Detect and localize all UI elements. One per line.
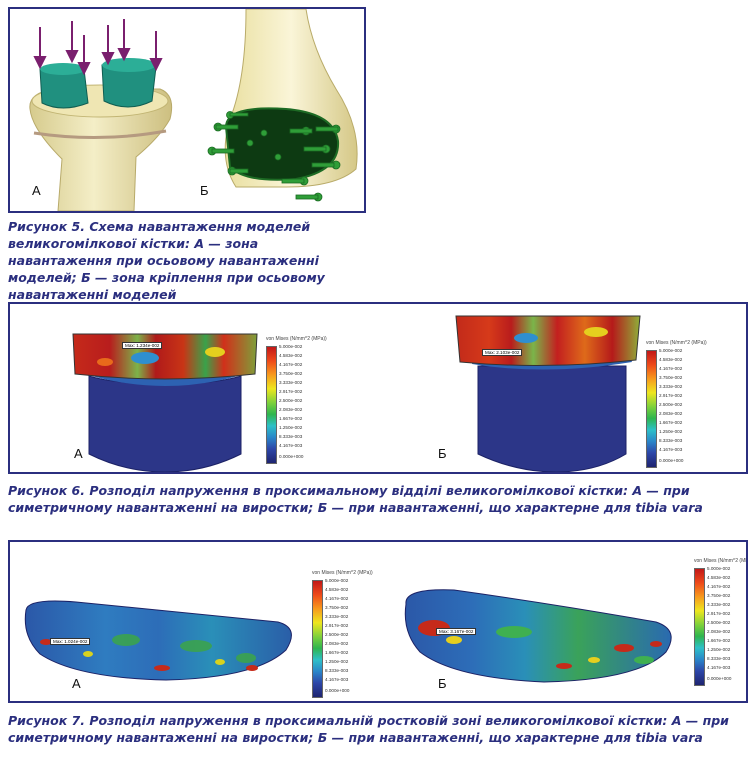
- legend-tick: 4.583e-002: [325, 587, 349, 592]
- legend-tick: 1.667e-002: [659, 420, 683, 425]
- figure7-b-legend-title: von Mises (N/mm^2 (MPa)): [694, 558, 748, 564]
- figure7-a-probe: Max: 1.024e-002: [50, 638, 91, 645]
- legend-tick: 2.917e-002: [279, 389, 303, 394]
- figure7-a-colorbar: [312, 580, 323, 698]
- figure7-b-colorbar: [694, 568, 705, 686]
- legend-tick: 2.500e-002: [659, 402, 683, 407]
- legend-tick: 2.500e-002: [279, 398, 303, 403]
- legend-tick: 2.083e-002: [325, 641, 349, 646]
- figure6-a-colorbar: [266, 346, 277, 464]
- legend-tick: 4.167e-002: [325, 596, 349, 601]
- figure6-b-colorbar: [646, 350, 657, 468]
- figure6-panel: Max: 1.234e-002 А von Mises (N/mm^2 (MPa…: [8, 302, 748, 474]
- legend-tick: 1.250e-002: [659, 429, 683, 434]
- legend-tick: 2.917e-002: [659, 393, 683, 398]
- figure6-caption: Рисунок 6. Розподіл напруження в проксим…: [8, 483, 703, 515]
- legend-tick: 3.750e-002: [325, 605, 349, 610]
- figure6-label-b: Б: [438, 446, 447, 461]
- legend-tick: 4.167e-003: [279, 443, 303, 448]
- legend-tick: 4.583e-002: [707, 575, 731, 580]
- figure7-a-legend-title: von Mises (N/mm^2 (MPa)): [312, 570, 373, 576]
- legend-tick: 8.333e-003: [707, 656, 731, 661]
- legend-tick: 3.333e-002: [279, 380, 303, 385]
- figure6-label-a: А: [74, 446, 83, 461]
- legend-tick: 0.000e+000: [659, 458, 684, 463]
- legend-tick: 2.917e-002: [325, 623, 349, 628]
- legend-tick: 2.083e-002: [279, 407, 303, 412]
- figure6-b-image: [455, 315, 641, 472]
- legend-tick: 4.167e-003: [659, 447, 683, 452]
- legend-tick: 3.750e-002: [659, 375, 683, 380]
- legend-tick: 1.667e-002: [279, 416, 303, 421]
- legend-tick: 2.917e-002: [707, 611, 731, 616]
- figure5-caption: Рисунок 5. Схема навантаження моделей ве…: [8, 219, 325, 302]
- legend-tick: 2.083e-002: [707, 629, 731, 634]
- figure7-b-probe: Max: 3.167e-002: [436, 628, 477, 635]
- legend-tick: 3.333e-002: [707, 602, 731, 607]
- legend-tick: 1.667e-002: [707, 638, 731, 643]
- legend-tick: 4.583e-002: [279, 353, 303, 358]
- legend-tick: 1.250e-002: [279, 425, 303, 430]
- legend-tick: 0.000e+000: [279, 454, 304, 459]
- legend-tick: 2.083e-002: [659, 411, 683, 416]
- figure5-label-a: А: [32, 183, 41, 198]
- figure5-label-b: Б: [200, 183, 209, 198]
- legend-tick: 0.000e+000: [707, 676, 732, 681]
- figure6-a-probe: Max: 1.234e-002: [122, 342, 163, 349]
- figure7-panel: Max: 1.024e-002 А von Mises (N/mm^2 (MPa…: [8, 540, 748, 703]
- legend-tick: 4.167e-002: [659, 366, 683, 371]
- legend-tick: 1.667e-002: [325, 650, 349, 655]
- figure6-a-legend-title: von Mises (N/mm^2 (MPa)): [266, 336, 327, 342]
- figure7-a-image: [24, 600, 292, 681]
- legend-tick: 8.333e-003: [325, 668, 349, 673]
- legend-tick: 5.000e-002: [325, 578, 349, 583]
- legend-tick: 2.500e-002: [325, 632, 349, 637]
- legend-tick: 3.750e-002: [279, 371, 303, 376]
- legend-tick: 3.750e-002: [707, 593, 731, 598]
- legend-tick: 1.250e-002: [325, 659, 349, 664]
- figure7-label-a: А: [72, 676, 81, 691]
- legend-tick: 2.500e-002: [707, 620, 731, 625]
- legend-tick: 4.583e-002: [659, 357, 683, 362]
- legend-tick: 1.250e-002: [707, 647, 731, 652]
- legend-tick: 5.000e-002: [659, 348, 683, 353]
- legend-tick: 3.333e-002: [659, 384, 683, 389]
- legend-tick: 0.000e+000: [325, 688, 350, 693]
- figure6-b-probe: Max: 2.103e-002: [482, 349, 523, 356]
- legend-tick: 4.167e-002: [279, 362, 303, 367]
- figure7-b-image: [404, 589, 672, 683]
- figure6-a-image: [72, 333, 258, 472]
- legend-tick: 3.333e-002: [325, 614, 349, 619]
- legend-tick: 5.000e-002: [707, 566, 731, 571]
- legend-tick: 4.167e-002: [707, 584, 731, 589]
- figure5-a-image: [29, 19, 173, 211]
- figure5-panel: А Б: [8, 7, 366, 213]
- legend-tick: 4.167e-003: [707, 665, 731, 670]
- figure5-b-image: [207, 9, 358, 202]
- figure6-b-legend-title: von Mises (N/mm^2 (MPa)): [646, 340, 707, 346]
- figure7-caption: Рисунок 7. Розподіл напруження в проксим…: [8, 713, 729, 745]
- legend-tick: 8.333e-003: [659, 438, 683, 443]
- legend-tick: 8.333e-003: [279, 434, 303, 439]
- legend-tick: 4.167e-003: [325, 677, 349, 682]
- figure7-label-b: Б: [438, 676, 447, 691]
- legend-tick: 5.000e-002: [279, 344, 303, 349]
